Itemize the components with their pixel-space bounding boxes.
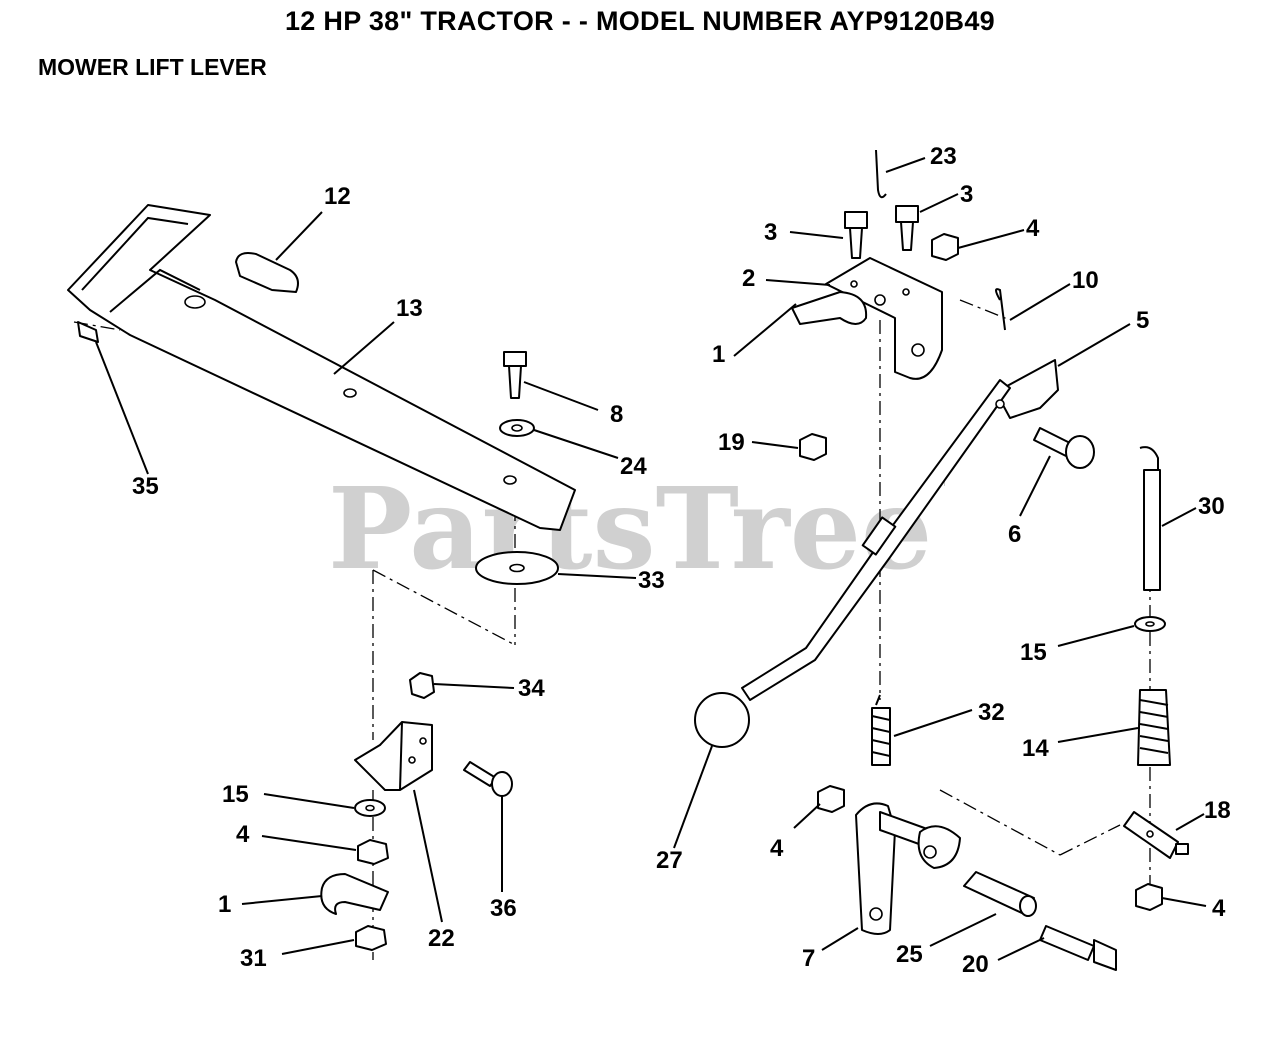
leader-lines [95,157,1207,961]
page-title: 12 HP 38" TRACTOR - - MODEL NUMBER AYP91… [284,6,995,36]
callout-15: 15 [1020,639,1047,666]
callout-7: 7 [802,945,815,972]
callout-5: 5 [1136,307,1149,334]
eye-bolt [1139,446,1161,591]
clip [320,873,389,915]
callout-12: 12 [324,183,351,210]
nut [1135,883,1163,911]
callout-18: 18 [1204,797,1231,824]
carriage-bolt [463,761,513,797]
callout-25: 25 [896,941,923,968]
callout-8: 8 [610,401,623,428]
callout-2: 2 [742,265,755,292]
callout-4: 4 [1026,215,1040,242]
callout-3: 3 [960,181,973,208]
cotter-pin [875,149,887,199]
bolt [1039,925,1117,971]
lever-pin [77,321,99,343]
cotter-pin [995,288,1006,331]
bolt [844,211,868,259]
watermark-text: PartsTree [328,464,932,595]
callout-20: 20 [962,951,989,978]
callout-35: 35 [132,473,159,500]
callout-34: 34 [518,675,545,702]
bracket [354,721,433,791]
callout-6: 6 [1008,521,1021,548]
callout-10: 10 [1072,267,1099,294]
nut [355,925,387,951]
callout-13: 13 [396,295,423,322]
mounting-bracket [825,257,943,380]
callout-1: 1 [712,341,725,368]
callout-36: 36 [490,895,517,922]
handle-knob [694,692,750,748]
nut [357,839,389,865]
mower-lift-lever [67,204,576,531]
callout-3: 3 [764,219,777,246]
callout-4: 4 [1212,895,1226,922]
callout-30: 30 [1198,493,1225,520]
trunnion [1123,811,1189,859]
bolt [503,351,527,399]
pivot-arm [855,802,961,935]
callout-32: 32 [978,699,1005,726]
nut [931,233,959,261]
spacer-tube [963,871,1037,917]
lift-handle [741,359,1059,701]
callout-15: 15 [222,781,249,808]
callout-22: 22 [428,925,455,952]
nut [799,433,827,461]
callout-19: 19 [718,429,745,456]
section-title: MOWER LIFT LEVER [38,54,267,80]
callout-27: 27 [656,847,683,874]
callout-33: 33 [638,567,665,594]
extension-spring [871,694,891,766]
bolt [895,205,919,251]
clip [791,291,868,325]
callout-4: 4 [236,821,250,848]
handle-grip [235,252,299,293]
callout-23: 23 [930,143,957,170]
callout-24: 24 [620,453,647,480]
nut [817,785,845,813]
callout-4: 4 [770,835,784,862]
callout-31: 31 [240,945,267,972]
nut [409,672,435,699]
callout-14: 14 [1022,735,1049,762]
bolt [1033,427,1095,469]
compression-spring [1137,689,1171,766]
callout-1: 1 [218,891,231,918]
